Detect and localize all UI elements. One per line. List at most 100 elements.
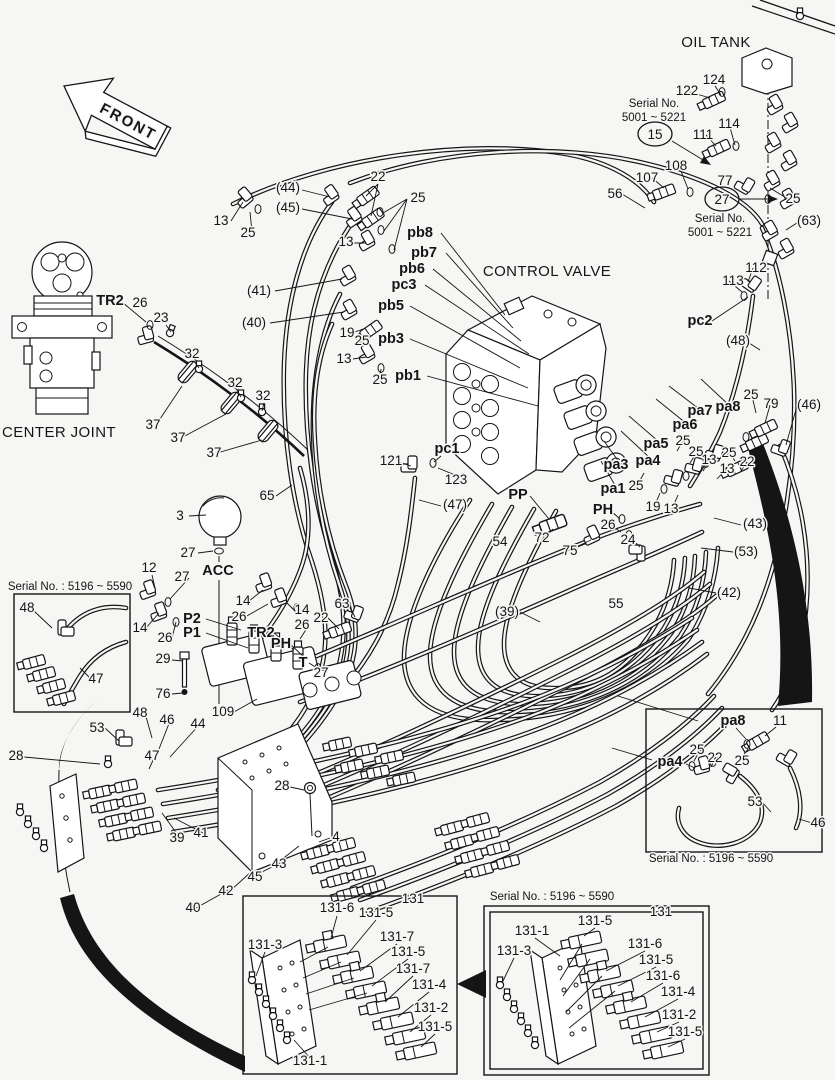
part-label: 54 bbox=[492, 534, 508, 549]
part-label: 131-3 bbox=[248, 937, 283, 952]
part-label: TR2 bbox=[247, 625, 274, 641]
part-label: 122 bbox=[676, 83, 699, 98]
part-label: 53 bbox=[89, 720, 104, 735]
part-label: Serial No. bbox=[695, 213, 746, 225]
part-label: CONTROL VALVE bbox=[483, 263, 611, 280]
part-label: 26 bbox=[132, 295, 147, 310]
part-label: 12 bbox=[141, 560, 156, 575]
part-label: pa8 bbox=[721, 713, 746, 729]
part-label: 131-3 bbox=[497, 943, 532, 958]
between-box-arrow bbox=[457, 970, 486, 998]
leaders-layer bbox=[23, 85, 813, 1059]
part-label: 112 bbox=[745, 260, 767, 275]
part-label: 4 bbox=[332, 829, 340, 844]
part-label: pa4 bbox=[658, 754, 683, 770]
part-label: (40) bbox=[242, 315, 266, 330]
part-label: 14 bbox=[132, 620, 148, 635]
arrow-27 bbox=[739, 195, 778, 203]
part-label: (41) bbox=[247, 283, 271, 298]
part-label: 131-7 bbox=[380, 929, 415, 944]
part-label: 13 bbox=[719, 461, 734, 476]
part-label: 45 bbox=[247, 869, 262, 884]
part-label: 25 bbox=[734, 753, 749, 768]
part-label: 55 bbox=[608, 596, 623, 611]
part-label: 131-5 bbox=[578, 913, 613, 928]
part-label: 131 bbox=[650, 904, 673, 919]
part-label: 25 bbox=[410, 190, 425, 205]
detail-box-left bbox=[242, 895, 458, 1075]
part-label: 25 bbox=[354, 333, 369, 348]
part-label: 22 bbox=[313, 610, 328, 625]
part-label: 25 bbox=[240, 225, 255, 240]
center-bracket-assembly bbox=[217, 723, 417, 873]
part-label: 22 bbox=[739, 454, 754, 469]
part-label: pc1 bbox=[435, 441, 460, 457]
arrow-15 bbox=[671, 140, 711, 165]
part-label: 76 bbox=[155, 686, 170, 701]
part-label: 131-6 bbox=[320, 900, 355, 915]
part-label: 26 bbox=[294, 617, 309, 632]
part-label: 41 bbox=[193, 825, 208, 840]
swoosh-bottom bbox=[60, 894, 245, 1072]
part-label: 131-5 bbox=[391, 944, 426, 959]
part-label: 27 bbox=[174, 569, 189, 584]
part-label: pa5 bbox=[644, 436, 669, 452]
part-label: 111 bbox=[693, 127, 714, 142]
serial-box-left bbox=[13, 593, 131, 713]
part-label: 109 bbox=[212, 704, 235, 719]
part-label: 5001 ~ 5221 bbox=[622, 112, 686, 124]
part-label: 79 bbox=[763, 396, 778, 411]
swoosh-right bbox=[748, 436, 813, 706]
part-label: 13 bbox=[213, 213, 228, 228]
part-label: 13 bbox=[338, 234, 353, 249]
part-label: 48 bbox=[132, 705, 147, 720]
part-label: 131-4 bbox=[661, 984, 696, 999]
part-label: 108 bbox=[665, 158, 688, 173]
part-label: 25 bbox=[628, 478, 643, 493]
part-label: Serial No. : 5196 ~ 5590 bbox=[649, 853, 773, 865]
part-label: (48) bbox=[726, 333, 750, 348]
part-label: 37 bbox=[206, 445, 221, 460]
part-label: 3 bbox=[176, 508, 184, 523]
part-label: TR2 bbox=[96, 293, 123, 309]
control-valve-drawing bbox=[445, 295, 627, 495]
part-label: 25 bbox=[743, 387, 758, 402]
part-label: 47 bbox=[88, 671, 103, 686]
part-label: 42 bbox=[218, 883, 233, 898]
part-label: 26 bbox=[600, 517, 615, 532]
part-label: 75 bbox=[562, 543, 577, 558]
part-label: 56 bbox=[607, 186, 622, 201]
part-label: Serial No. : 5196 ~ 5590 bbox=[490, 891, 614, 903]
part-label: (63) bbox=[797, 213, 821, 228]
part-label: 46 bbox=[810, 815, 825, 830]
part-label: 131 bbox=[402, 891, 425, 906]
part-label: 27 bbox=[714, 192, 729, 207]
part-label: 32 bbox=[255, 388, 270, 403]
part-label: pb3 bbox=[378, 331, 404, 347]
solenoid-manifold-drawing bbox=[136, 571, 365, 710]
part-label: pa3 bbox=[604, 457, 629, 473]
part-label: (47) bbox=[443, 497, 467, 512]
left-bracket-assembly bbox=[15, 729, 163, 873]
part-label: ACC bbox=[202, 563, 234, 579]
part-label: 25 bbox=[785, 191, 800, 206]
part-label: 28 bbox=[274, 778, 289, 793]
part-label: 131-5 bbox=[359, 905, 394, 920]
part-label: 44 bbox=[190, 716, 206, 731]
part-label: 131-5 bbox=[668, 1024, 703, 1039]
part-label: 14 bbox=[294, 602, 310, 617]
part-label: pc2 bbox=[688, 313, 713, 329]
part-label: 19 bbox=[339, 325, 354, 340]
part-label: pa6 bbox=[673, 417, 698, 433]
part-label: P2 bbox=[183, 611, 201, 627]
part-label: 26 bbox=[157, 630, 172, 645]
part-label: Serial No. bbox=[629, 98, 680, 110]
part-label: 29 bbox=[155, 651, 170, 666]
front-arrow bbox=[63, 77, 172, 158]
part-label: 43 bbox=[271, 856, 286, 871]
part-label: 131-5 bbox=[418, 1019, 453, 1034]
part-label: PP bbox=[508, 487, 528, 503]
